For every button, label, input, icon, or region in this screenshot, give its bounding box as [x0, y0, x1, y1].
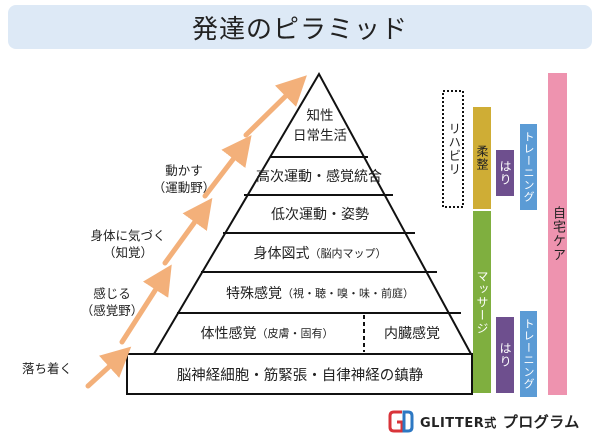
- tier-special-senses-note: （視・聴・嗅・味・前庭）: [282, 287, 414, 300]
- hari-bar-lower: はり: [496, 317, 514, 393]
- page-title: 発達のピラミッド: [191, 14, 408, 45]
- hari-label-upper: はり: [498, 160, 512, 186]
- stage-move-area: （運動野）: [152, 180, 216, 195]
- home-care-bar: 自宅ケア: [548, 73, 567, 395]
- tier-apex-line-1: 知性: [306, 108, 334, 124]
- judo-label: 柔整: [475, 145, 489, 171]
- logo-program: プログラム: [502, 412, 580, 431]
- stage-aware: 身体に気づく （知覚）: [82, 227, 174, 261]
- logo-mark-space: [390, 410, 412, 432]
- tier-higher-motor: 高次運動・感覚統合: [240, 161, 398, 191]
- tier-apex-line-2: 日常生活: [293, 128, 347, 144]
- pyramid-base-box: [126, 353, 473, 395]
- training-label-lower: トレーニング: [522, 318, 535, 390]
- stage-feel-label: 感じる: [93, 286, 131, 301]
- arrow-segment-2: [119, 264, 172, 345]
- tier-visceral: 内臓感覚: [366, 318, 458, 348]
- arrow-segment-4: [202, 135, 252, 199]
- tier-special-senses-text: 特殊感覚: [226, 286, 282, 302]
- development-arrows: [85, 75, 307, 389]
- rehab-dotted-box: [442, 90, 464, 208]
- title-banner: 発達のピラミッド: [8, 5, 592, 49]
- logo-brand: GLITTER: [420, 415, 485, 431]
- tier-lower-motor: 低次運動・姿勢: [230, 199, 410, 229]
- stage-move-label: 動かす: [165, 163, 203, 178]
- tier-somatic-note: （皮膚・固有）: [256, 327, 334, 340]
- tier-base-text: 脳神経細胞・筋緊張・自律神経の鎮静: [176, 367, 424, 384]
- hari-label-lower: はり: [498, 342, 512, 368]
- training-label-upper: トレーニング: [522, 131, 535, 203]
- judo-bar: 柔整: [473, 107, 491, 209]
- massage-bar: マッサージ: [473, 211, 491, 393]
- tier-lower-motor-text: 低次運動・姿勢: [271, 207, 369, 223]
- stage-calm-label: 落ち着く: [21, 361, 72, 376]
- tier-higher-motor-text: 高次運動・感覚統合: [256, 169, 382, 185]
- tier-apex: 知性 日常生活: [280, 103, 360, 149]
- rehab-label-box: リハビリ: [443, 91, 463, 207]
- stage-aware-area: （知覚）: [102, 245, 153, 260]
- training-bar-lower: トレーニング: [520, 311, 537, 397]
- home-care-label: 自宅ケア: [550, 206, 565, 262]
- tier-somatic: 体性感覚（皮膚・固有）: [172, 318, 362, 348]
- arrow-segment-3: [162, 197, 213, 266]
- stage-aware-label: 身体に気づく: [90, 228, 166, 243]
- arrow-segment-5: [243, 75, 307, 138]
- stage-feel: 感じる （感覚野）: [70, 285, 154, 319]
- tier-special-senses: 特殊感覚（視・聴・嗅・味・前庭）: [185, 278, 455, 308]
- rehab-label: リハビリ: [446, 122, 462, 176]
- pyramid-outline: [152, 71, 473, 355]
- tier-body-schema-text: 身体図式: [253, 246, 310, 262]
- tier-somatic-text: 体性感覚: [200, 326, 257, 342]
- arrow-segment-1: [85, 346, 132, 389]
- logo-mark-icon: [388, 410, 414, 433]
- hari-bar-upper: はり: [496, 150, 514, 196]
- tier-visceral-text: 内臓感覚: [384, 326, 440, 342]
- stage-move: 動かす （運動野）: [148, 162, 220, 196]
- tier-body-schema: 身体図式（脳内マップ）: [205, 238, 435, 268]
- logo-brand-suffix: 式: [484, 415, 497, 430]
- stage-feel-area: （感覚野）: [80, 303, 144, 318]
- tier-body-schema-note: （脳内マップ）: [309, 247, 387, 260]
- glitter-logo: GLITTER式プログラム: [390, 409, 580, 433]
- stage-calm: 落ち着く: [14, 360, 80, 377]
- tier-base: 脳神経細胞・筋緊張・自律神経の鎮静: [130, 358, 470, 390]
- logo-text: GLITTER式プログラム: [420, 411, 580, 432]
- massage-label: マッサージ: [475, 269, 489, 335]
- training-bar-upper: トレーニング: [520, 124, 537, 210]
